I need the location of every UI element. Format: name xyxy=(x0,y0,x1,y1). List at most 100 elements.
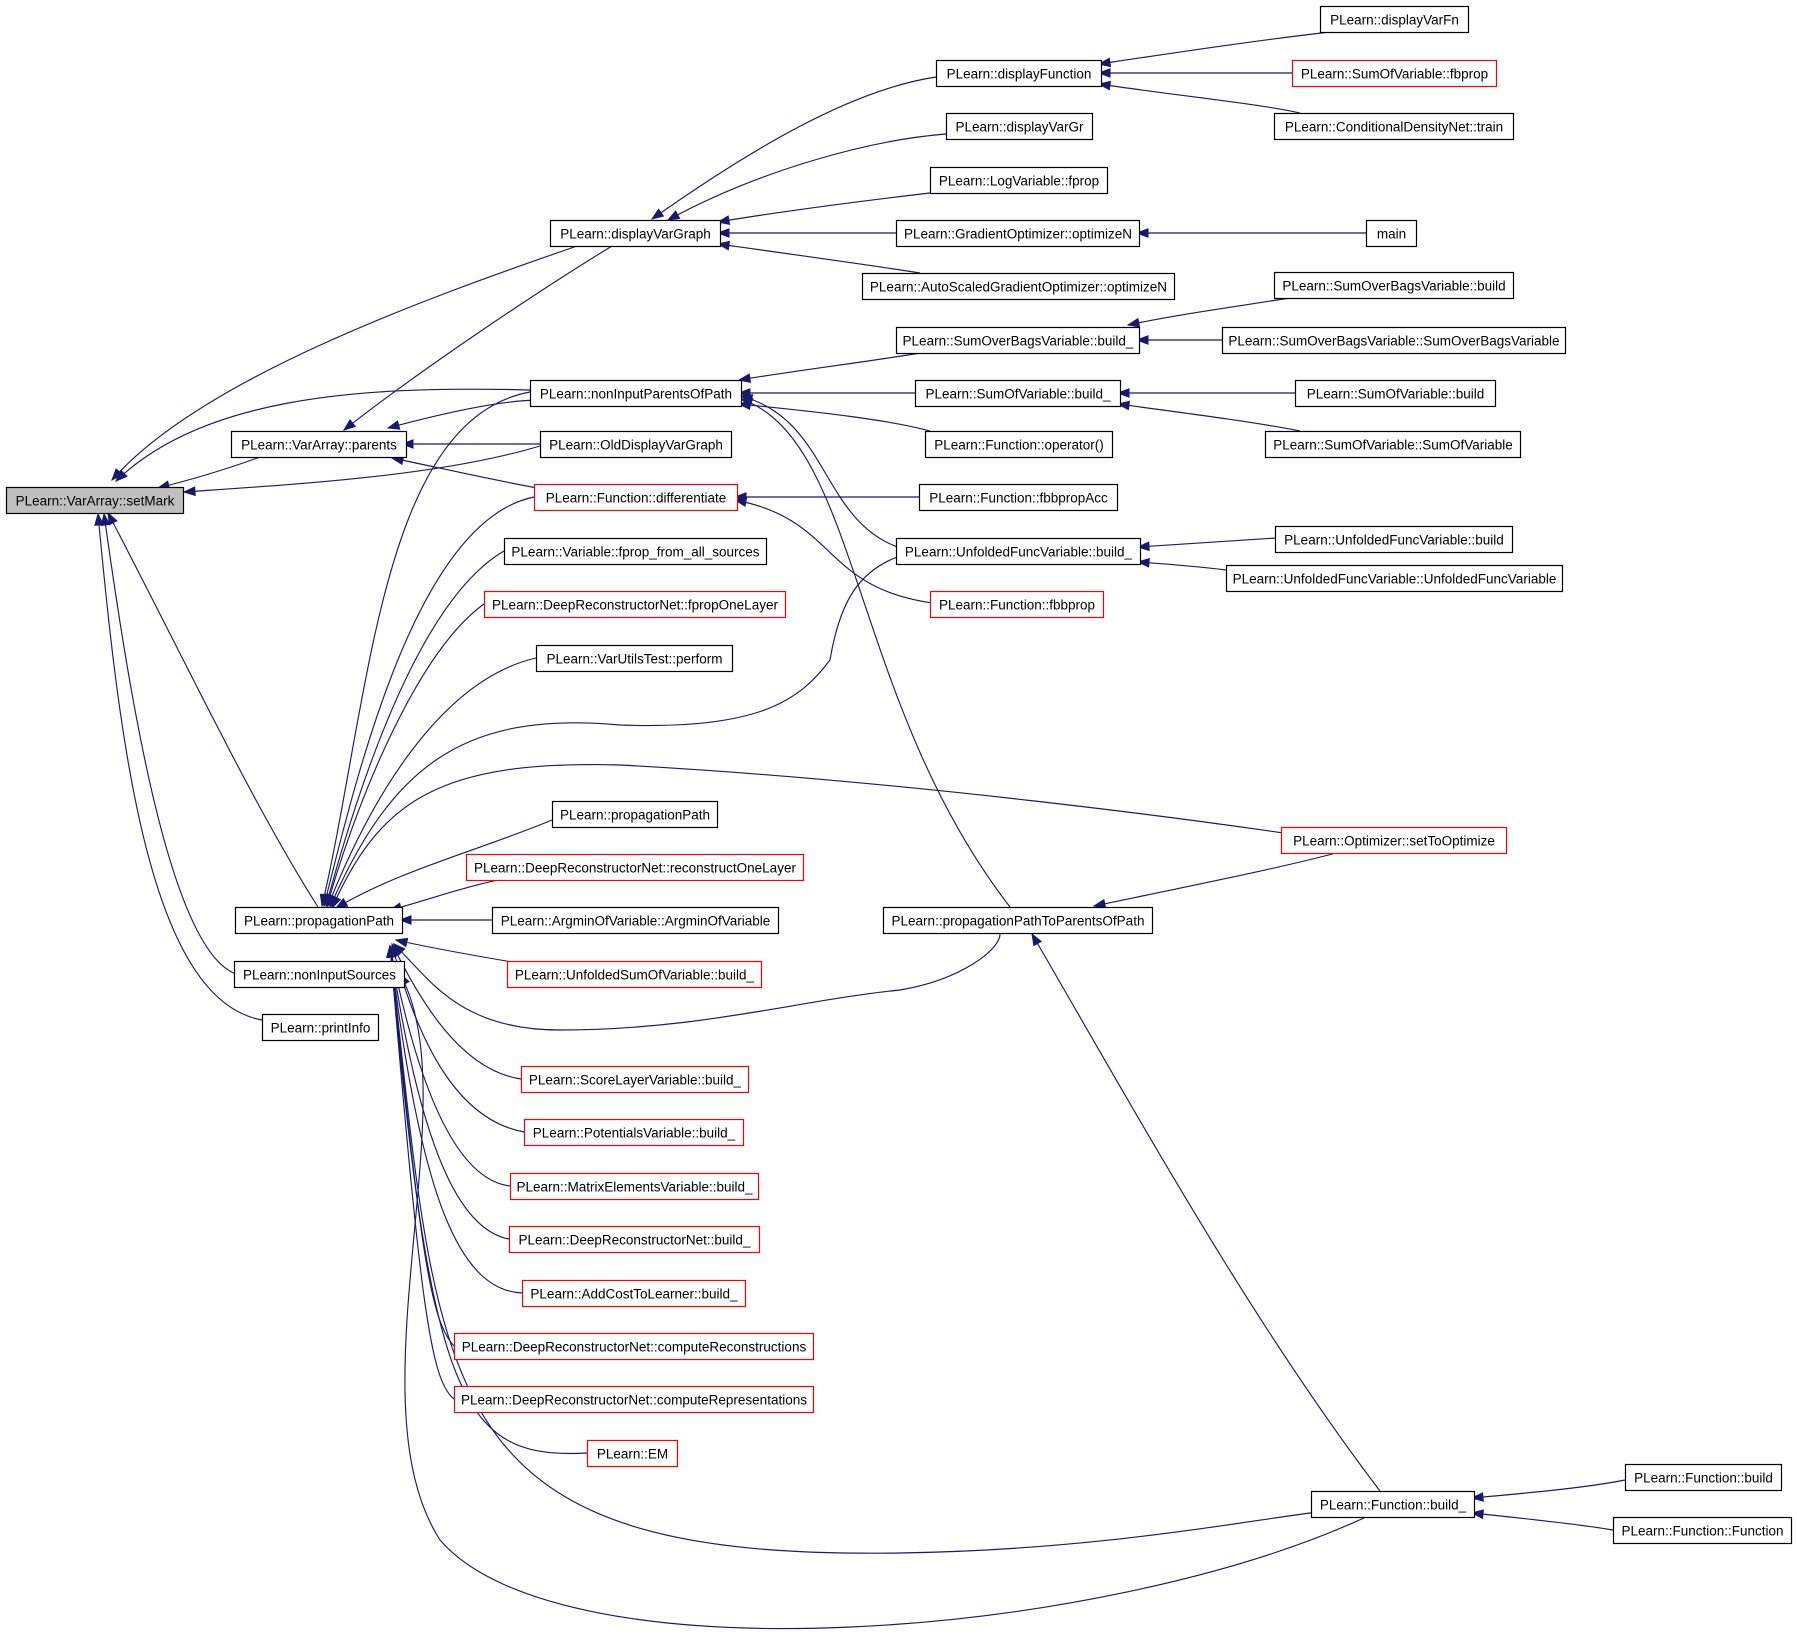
edge-line xyxy=(389,945,455,1400)
node-box xyxy=(234,906,404,935)
node-funcDifferentiate[interactable]: PLearn::Function::differentiate xyxy=(533,483,739,512)
node-funcBuild_[interactable]: PLearn::Function::build_ xyxy=(1310,1490,1476,1519)
node-sumOverBagsBuild[interactable]: PLearn::SumOverBagsVariable::build xyxy=(1273,271,1515,300)
node-drnBuild[interactable]: PLearn::DeepReconstructorNet::build_ xyxy=(508,1225,761,1254)
edge-arrowhead xyxy=(342,419,357,431)
node-printInfo[interactable]: PLearn::printInfo xyxy=(261,1013,380,1042)
edge-line xyxy=(321,391,531,907)
node-label: PLearn::propagationPath xyxy=(244,914,394,929)
node-unfoldedSumBuild[interactable]: PLearn::UnfoldedSumOfVariable::build_ xyxy=(506,960,763,989)
node-label: PLearn::UnfoldedFuncVariable::build xyxy=(1284,533,1504,548)
node-propagationPath2[interactable]: PLearn::propagationPath xyxy=(551,800,719,829)
edge-printInfo-to-setMark xyxy=(94,512,263,1021)
node-em[interactable]: PLearn::EM xyxy=(586,1439,679,1468)
node-unfoldedFuncBuild[interactable]: PLearn::UnfoldedFuncVariable::build xyxy=(1274,525,1514,554)
node-box xyxy=(523,1118,745,1147)
node-main[interactable]: main xyxy=(1365,219,1418,248)
node-box xyxy=(529,379,743,408)
edge-argminOfVariable-to-propagationPath xyxy=(398,915,492,925)
node-condDensityTrain[interactable]: PLearn::ConditionalDensityNet::train xyxy=(1273,112,1515,141)
node-box xyxy=(1273,112,1515,141)
node-box xyxy=(535,644,734,673)
node-sumOfVarCtor[interactable]: PLearn::SumOfVariable::SumOfVariable xyxy=(1264,430,1522,459)
node-label: PLearn::DeepReconstructorNet::build_ xyxy=(519,1233,751,1248)
node-sumOfVarBuild_[interactable]: PLearn::SumOfVariable::build_ xyxy=(914,379,1122,408)
node-label: PLearn::SumOfVariable::SumOfVariable xyxy=(1273,438,1513,453)
node-addCostBuild[interactable]: PLearn::AddCostToLearner::build_ xyxy=(521,1279,747,1308)
node-propagationPath[interactable]: PLearn::propagationPath xyxy=(234,906,404,935)
node-sumOfVarBuild[interactable]: PLearn::SumOfVariable::build xyxy=(1294,379,1497,408)
node-nonInputParentsOfPath[interactable]: PLearn::nonInputParentsOfPath xyxy=(529,379,743,408)
edge-arrowhead xyxy=(400,439,414,449)
node-box xyxy=(549,219,722,248)
node-box xyxy=(1310,1490,1476,1519)
edge-line xyxy=(1031,933,1381,1492)
node-matrixElementsBuild[interactable]: PLearn::MatrixElementsVariable::build_ xyxy=(509,1172,760,1201)
node-oldDisplayVarGraph[interactable]: PLearn::OldDisplayVarGraph xyxy=(539,430,733,459)
node-optSetToOptimize[interactable]: PLearn::Optimizer::setToOptimize xyxy=(1280,826,1508,855)
node-drnComputeReconstructions[interactable]: PLearn::DeepReconstructorNet::computeRec… xyxy=(453,1332,815,1361)
node-box xyxy=(506,960,763,989)
node-logVarFprop[interactable]: PLearn::LogVariable::fprop xyxy=(929,166,1109,195)
graph-nodes: PLearn::VarArray::setMark PLearn::display… xyxy=(5,5,1793,1545)
node-potentialsBuild[interactable]: PLearn::PotentialsVariable::build_ xyxy=(523,1118,745,1147)
node-box xyxy=(918,483,1119,512)
node-gradOptN[interactable]: PLearn::GradientOptimizer::optimizeN xyxy=(895,219,1141,248)
node-box xyxy=(1624,1463,1783,1492)
node-label: PLearn::GradientOptimizer::optimizeN xyxy=(904,227,1132,242)
node-box xyxy=(1612,1516,1793,1545)
edge-sumOverBagsBuild-to-sumOverBagsBuild_ xyxy=(1126,297,1291,328)
node-label: PLearn::SumOverBagsVariable::build xyxy=(1282,279,1505,294)
node-displayVarGr[interactable]: PLearn::displayVarGr xyxy=(945,112,1094,141)
node-sumOverBagsCtor[interactable]: PLearn::SumOverBagsVariable::SumOverBags… xyxy=(1221,326,1567,355)
node-setMark[interactable]: PLearn::VarArray::setMark xyxy=(5,486,185,515)
node-label: PLearn::MatrixElementsVariable::build_ xyxy=(516,1180,753,1195)
node-funcCtor[interactable]: PLearn::Function::Function xyxy=(1612,1516,1793,1545)
node-displayVarFn[interactable]: PLearn::displayVarFn xyxy=(1319,5,1470,34)
node-displayFunction[interactable]: PLearn::displayFunction xyxy=(935,59,1103,88)
node-label: PLearn::displayVarGr xyxy=(955,120,1084,135)
edge-sumOfVarFbprop-to-displayFunction xyxy=(1097,68,1292,78)
node-sumOverBagsBuild_[interactable]: PLearn::SumOverBagsVariable::build_ xyxy=(895,326,1141,355)
node-box xyxy=(1291,59,1498,88)
edge-arrowhead xyxy=(331,895,342,910)
edge-line xyxy=(97,513,263,1021)
edge-sumOfVarBuild-to-sumOfVarBuild_ xyxy=(1116,388,1295,398)
node-parents[interactable]: PLearn::VarArray::parents xyxy=(230,430,408,459)
node-label: PLearn::DeepReconstructorNet::reconstruc… xyxy=(474,861,796,876)
edge-arrowhead xyxy=(386,944,397,958)
node-box xyxy=(929,166,1109,195)
edge-oldDisplayVarGraph-to-parents xyxy=(400,439,540,449)
node-drnFpropOneLayer[interactable]: PLearn::DeepReconstructorNet::fpropOneLa… xyxy=(483,590,787,619)
node-argminOfVariable[interactable]: PLearn::ArgminOfVariable::ArgminOfVariab… xyxy=(491,906,780,935)
node-box xyxy=(230,430,408,459)
edge-parents-to-setMark xyxy=(156,456,261,490)
node-drnComputeRepresentations[interactable]: PLearn::DeepReconstructorNet::computeRep… xyxy=(453,1385,815,1414)
edge-arrowhead xyxy=(1126,317,1141,328)
edge-line xyxy=(111,244,581,481)
edge-arrowhead xyxy=(107,511,118,526)
node-varUtilsTestPerform[interactable]: PLearn::VarUtilsTest::perform xyxy=(535,644,734,673)
node-unfoldedFuncBuild_[interactable]: PLearn::UnfoldedFuncVariable::build_ xyxy=(895,537,1142,566)
node-funcOperator[interactable]: PLearn::Function::operator() xyxy=(924,430,1114,459)
edge-funcBuild_-to-nonInputParentsOfPath xyxy=(739,398,1011,908)
node-unfoldedFuncCtor[interactable]: PLearn::UnfoldedFuncVariable::UnfoldedFu… xyxy=(1225,564,1564,593)
node-funcFbbpropAcc[interactable]: PLearn::Function::fbbpropAcc xyxy=(918,483,1119,512)
node-box xyxy=(539,430,733,459)
node-nonInputSources[interactable]: PLearn::nonInputSources xyxy=(233,960,406,989)
node-fpropFromAllSources[interactable]: PLearn::Variable::fprop_from_all_sources xyxy=(503,537,768,566)
node-displayVarGraph[interactable]: PLearn::displayVarGraph xyxy=(549,219,722,248)
edge-sumOverBagsCtor-to-sumOverBagsBuild_ xyxy=(1135,335,1222,345)
node-drnReconstructOneLayer[interactable]: PLearn::DeepReconstructorNet::reconstruc… xyxy=(465,853,805,882)
node-autoScaledOptN[interactable]: PLearn::AutoScaledGradientOptimizer::opt… xyxy=(861,272,1176,301)
node-box xyxy=(483,590,787,619)
node-sumOfVarFbprop[interactable]: PLearn::SumOfVariable::fbprop xyxy=(1291,59,1498,88)
node-propPathToParents[interactable]: PLearn::propagationPathToParentsOfPath xyxy=(882,906,1154,935)
node-funcBuild[interactable]: PLearn::Function::build xyxy=(1624,1463,1783,1492)
node-label: PLearn::Function::build xyxy=(1634,1471,1773,1486)
edge-unfoldedFuncCtor-to-unfoldedFuncBuild_ xyxy=(1136,557,1227,571)
node-scoreLayerBuild[interactable]: PLearn::ScoreLayerVariable::build_ xyxy=(520,1065,750,1094)
node-label: PLearn::DeepReconstructorNet::fpropOneLa… xyxy=(492,598,778,613)
node-funcFbbprop[interactable]: PLearn::Function::fbbprop xyxy=(929,590,1105,619)
node-label: PLearn::propagationPathToParentsOfPath xyxy=(892,914,1145,929)
